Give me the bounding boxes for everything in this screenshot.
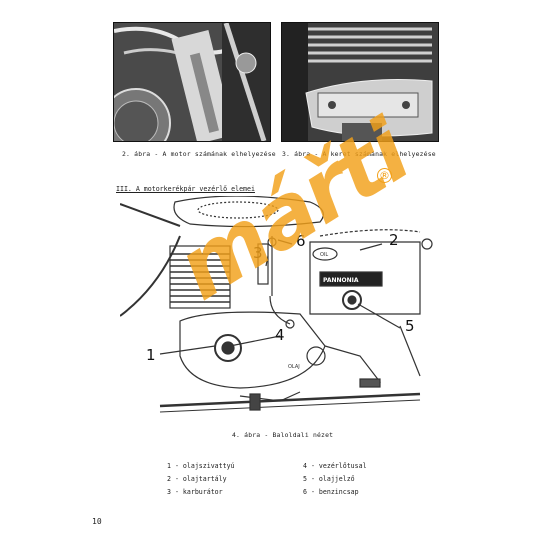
page-number: 10 <box>92 517 102 526</box>
callout-2: 2 <box>389 231 399 249</box>
olaj-label: OLAJ <box>288 364 300 370</box>
callout-6: 6 <box>296 232 306 250</box>
caption-figure-2: 2. ábra - A motor számának elhelyezése <box>122 150 276 158</box>
oil-label: OIL <box>320 252 328 258</box>
brand-label: PANNONIA <box>323 277 359 284</box>
legend-item: 1 - olajszivattyú <box>167 462 235 470</box>
legend-item: 5 - olajjelző <box>303 475 355 483</box>
callout-4: 4 <box>275 326 285 344</box>
section-heading: III. A motorkerékpár vezérlő elemei <box>116 185 255 193</box>
legend-item: 6 - benzincsap <box>303 488 359 496</box>
photo-frame-number <box>281 22 439 142</box>
legend-item: 3 - karburátor <box>167 488 223 496</box>
motorcycle-left-view-drawing: OIL PANNONIA OLAJ <box>120 196 433 413</box>
photo-engine-number <box>113 22 271 142</box>
callout-3: 3 <box>253 244 263 262</box>
caption-figure-4: 4. ábra - Baloldali nézet <box>232 431 334 439</box>
caption-figure-3: 3. ábra - A keret számának elhelyezése <box>282 150 436 158</box>
callout-1: 1 <box>146 346 156 364</box>
legend-item: 2 - olajtartály <box>167 475 227 483</box>
legend-item: 4 - vezérlőtusal <box>303 462 367 470</box>
watermark-registered-mark: ® <box>377 168 392 183</box>
callout-5: 5 <box>405 317 415 335</box>
